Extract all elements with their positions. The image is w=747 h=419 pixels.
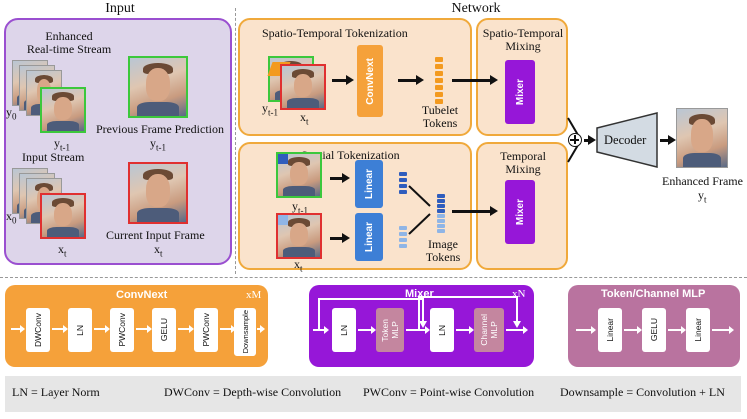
mlp-block-linear-2: Linear	[686, 308, 710, 352]
legend-downsample: Downsample = Convolution + LN	[560, 385, 725, 399]
mx-arrow-4	[506, 326, 528, 334]
st-yt1-label: yt-1	[262, 101, 278, 118]
st-frame-xt	[280, 64, 326, 110]
image-tokens-label: Image Tokens	[425, 237, 461, 264]
arrow-tubelet-to-mixer	[452, 75, 498, 85]
mlp-arrow-3	[712, 326, 734, 334]
prev-frame-pred-label: Previous Frame Prediction	[96, 122, 224, 136]
tubelet-tokens-label: Tubelet Tokens	[421, 103, 459, 130]
yt1-label: yt-1	[54, 136, 70, 153]
arrow-convnext-to-tubelet	[398, 75, 424, 85]
temporal-mixing-title: Temporal Mixing	[500, 149, 546, 176]
mx-block-ln-1: LN	[332, 308, 356, 352]
cn-arrow-4	[178, 325, 194, 333]
st-mixing-title: Spatio-Temporal Mixing	[482, 26, 564, 53]
cn-arrow-5	[220, 325, 236, 333]
legend-ln: LN = Layer Norm	[12, 385, 100, 399]
current-input-label: Current Input Frame	[106, 228, 205, 242]
arrow-yt1-to-linear	[330, 173, 350, 183]
cn-block-gelu: GELU	[152, 308, 176, 352]
sp-frame-xt	[276, 213, 322, 259]
decoder-block	[596, 112, 658, 168]
current-input-sub: xt	[154, 242, 163, 259]
mlp-arrow-1	[624, 326, 642, 334]
vertical-divider	[235, 8, 236, 274]
sp-patch-yt1	[278, 154, 288, 164]
cn-arrow-0	[11, 325, 25, 333]
add-operator	[568, 133, 582, 147]
cn-arrow-2	[94, 325, 110, 333]
input-stream-label: Input Stream	[22, 150, 85, 164]
enhanced-stream-label: Enhanced Real-time Stream	[26, 29, 112, 56]
mlp-arrow-0	[576, 326, 596, 334]
decoder-label: Decoder	[604, 133, 647, 147]
cn-arrow-3	[136, 325, 152, 333]
legend-dwconv: DWConv = Depth-wise Convolution	[164, 385, 342, 399]
cn-block-pwconv-2: PWConv	[194, 308, 218, 352]
sp-xt-label: xt	[294, 257, 303, 274]
convnext-detail-title: ConvNext	[116, 289, 168, 301]
cn-block-pwconv-1: PWConv	[110, 308, 134, 352]
enhanced-frame-yt1	[40, 87, 86, 133]
arrow-image-tokens-to-mixer	[452, 206, 498, 216]
mx-block-token-mlp: Token MLP	[376, 308, 404, 352]
linear-block-bottom: Linear	[355, 213, 383, 261]
input-header: Input	[105, 1, 135, 16]
legend-pwconv: PWConv = Point-wise Convolution	[363, 385, 535, 399]
prev-frame-pred-image	[128, 56, 188, 118]
x0-label: x0	[6, 209, 17, 226]
mx-arrow-1	[358, 326, 376, 334]
y0-label: y0	[6, 105, 17, 122]
spatial-tokenization-title: Spatial Tokenization	[301, 148, 400, 162]
prev-frame-pred-sub: yt-1	[150, 136, 166, 153]
st-mixer-block: Mixer	[505, 60, 535, 124]
cn-block-dwconv: DWConv	[26, 308, 50, 352]
cn-arrow-6	[257, 325, 265, 333]
arrow-frames-to-convnext	[332, 75, 354, 85]
cn-block-downsample: Downsample	[234, 308, 256, 356]
st-xt-label: xt	[300, 110, 309, 127]
mixer-skip-connections	[318, 296, 521, 330]
sp-patch-xt	[278, 215, 288, 225]
enhanced-output-sub: yt	[698, 188, 707, 205]
horizontal-divider	[0, 277, 747, 278]
arrow-decoder-to-output	[660, 135, 676, 145]
temporal-mixer-block: Mixer	[505, 180, 535, 244]
legend-bar	[5, 376, 741, 412]
enhanced-output-image	[676, 108, 728, 168]
mlp-block-linear-1: Linear	[598, 308, 622, 352]
mx-arrow-3	[456, 326, 474, 334]
arrow-add-to-decoder	[584, 135, 596, 145]
convnext-repeat: xM	[246, 289, 262, 301]
mx-block-channel-mlp: Channel MLP	[474, 308, 504, 352]
mlp-arrow-2	[668, 326, 686, 334]
convnext-block: ConvNext	[357, 45, 383, 117]
network-header: Network	[451, 1, 501, 16]
current-input-image	[128, 162, 188, 224]
sp-yt1-label: yt-1	[292, 199, 308, 216]
mixing-merge-arrows	[567, 117, 579, 163]
mx-block-ln-2: LN	[430, 308, 454, 352]
cn-block-ln: LN	[68, 308, 92, 352]
arrow-xt-to-linear	[330, 233, 350, 243]
mx-arrow-2	[406, 326, 430, 334]
token-merge-arrows	[408, 185, 431, 235]
input-frame-xt	[40, 193, 86, 239]
cn-arrow-1	[52, 325, 68, 333]
mx-arrow-0	[313, 326, 329, 334]
mlp-detail-title: Token/Channel MLP	[601, 288, 706, 300]
st-tokenization-title: Spatio-Temporal Tokenization	[262, 26, 408, 40]
enhanced-output-label: Enhanced Frame	[662, 174, 743, 188]
xt-label: xt	[58, 242, 67, 259]
mlp-block-gelu: GELU	[642, 308, 666, 352]
linear-block-top: Linear	[355, 160, 383, 208]
